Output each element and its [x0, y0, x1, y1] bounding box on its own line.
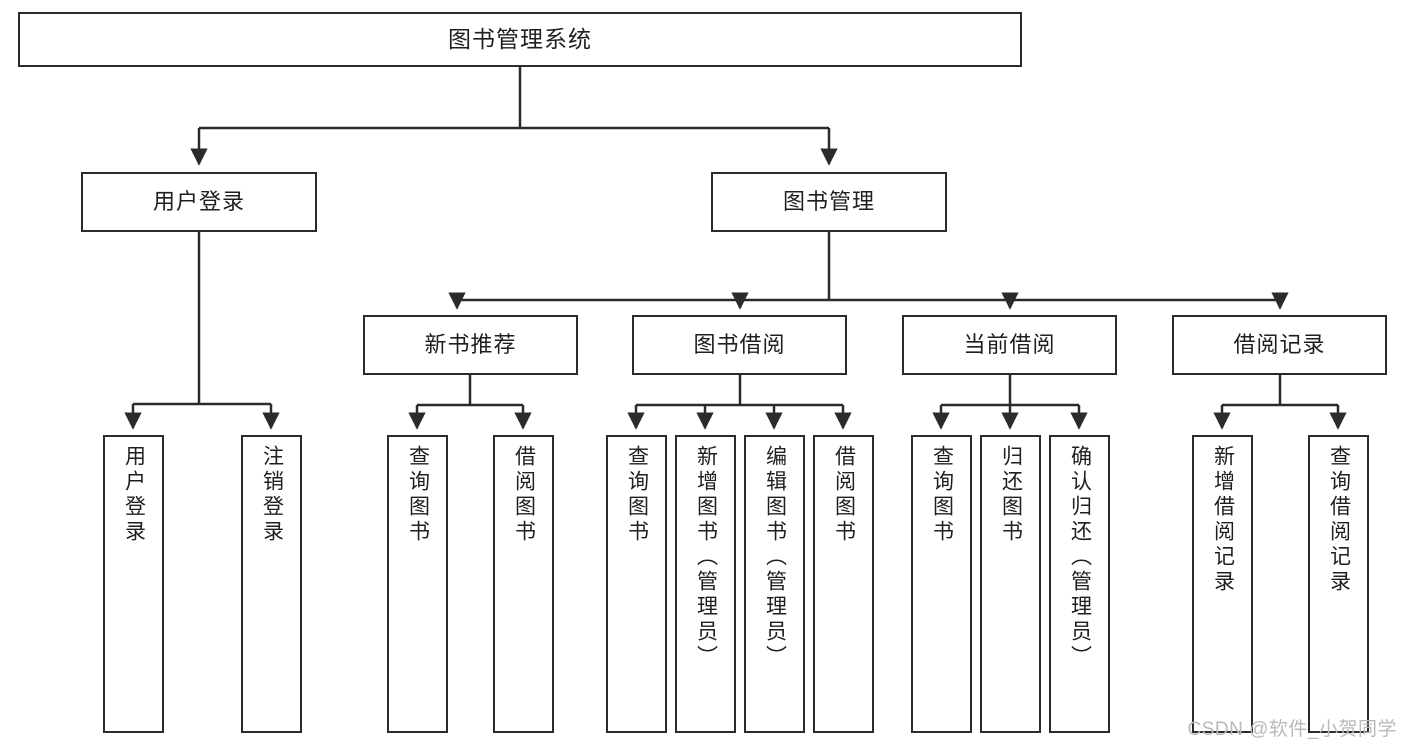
node-label: 用户登录 [122, 445, 146, 545]
leaf-query-book-borrow[interactable]: 查询图书 [606, 435, 667, 733]
leaf-query-borrow-record[interactable]: 查询借阅记录 [1308, 435, 1369, 733]
leaf-confirm-return-admin[interactable]: 确认归还（管理员） [1049, 435, 1110, 733]
node-label: 当前借阅 [963, 332, 1056, 358]
leaf-query-book-newbooks[interactable]: 查询图书 [387, 435, 448, 733]
node-label: 图书管理系统 [448, 25, 592, 52]
node-root-book-management-system[interactable]: 图书管理系统 [18, 12, 1022, 67]
node-label: 新增图书（管理员） [694, 445, 718, 670]
node-label: 借阅图书 [832, 445, 856, 545]
leaf-logout[interactable]: 注销登录 [241, 435, 302, 733]
node-current-borrow[interactable]: 当前借阅 [902, 315, 1117, 375]
leaf-edit-book-admin[interactable]: 编辑图书（管理员） [744, 435, 805, 733]
watermark: CSDN @软件_小贺同学 [1187, 719, 1397, 740]
node-book-borrow[interactable]: 图书借阅 [632, 315, 847, 375]
node-book-management[interactable]: 图书管理 [711, 172, 947, 232]
node-label: 借阅图书 [512, 445, 536, 545]
node-label: 查询借阅记录 [1327, 445, 1351, 595]
node-label: 借阅记录 [1233, 332, 1326, 358]
node-label: 图书管理 [782, 189, 875, 215]
leaf-borrow-book-borrow[interactable]: 借阅图书 [813, 435, 874, 733]
leaf-borrow-book-newbooks[interactable]: 借阅图书 [493, 435, 554, 733]
node-label: 归还图书 [999, 445, 1023, 545]
leaf-add-book-admin[interactable]: 新增图书（管理员） [675, 435, 736, 733]
node-label: 新增借阅记录 [1211, 445, 1235, 595]
node-label: 查询图书 [625, 445, 649, 545]
node-label: 新书推荐 [424, 332, 517, 358]
node-borrow-records[interactable]: 借阅记录 [1172, 315, 1387, 375]
node-label: 编辑图书（管理员） [763, 445, 787, 670]
node-label: 图书借阅 [693, 332, 786, 358]
node-label: 查询图书 [930, 445, 954, 545]
leaf-add-borrow-record[interactable]: 新增借阅记录 [1192, 435, 1253, 733]
leaf-user-login[interactable]: 用户登录 [103, 435, 164, 733]
node-user-login[interactable]: 用户登录 [81, 172, 317, 232]
node-label: 查询图书 [406, 445, 430, 545]
leaf-query-book-current[interactable]: 查询图书 [911, 435, 972, 733]
node-label: 确认归还（管理员） [1068, 445, 1092, 670]
node-label: 注销登录 [260, 445, 284, 545]
leaf-return-book[interactable]: 归还图书 [980, 435, 1041, 733]
node-label: 用户登录 [152, 189, 245, 215]
node-new-book-recommend[interactable]: 新书推荐 [363, 315, 578, 375]
